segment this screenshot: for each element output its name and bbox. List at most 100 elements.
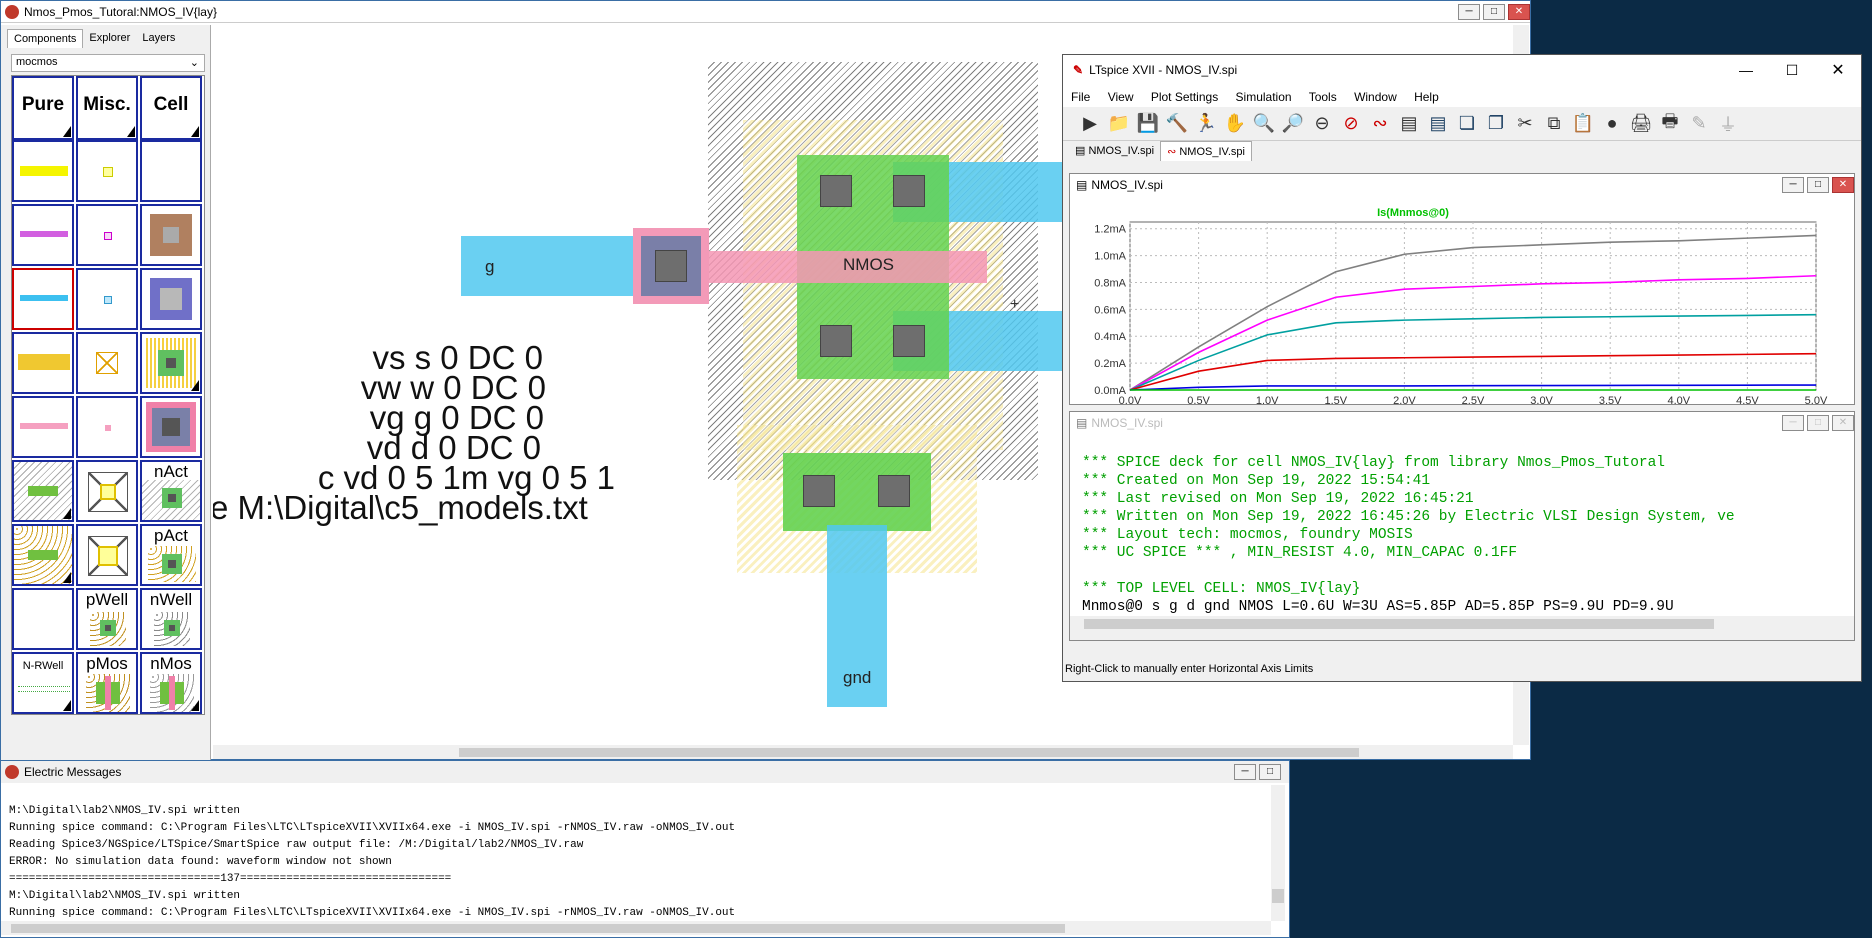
- maximize-button[interactable]: □: [1483, 3, 1505, 20]
- find-icon[interactable]: ●: [1606, 113, 1618, 133]
- run-icon[interactable]: ▶: [1083, 113, 1097, 133]
- zoom-in-icon[interactable]: 🔍: [1252, 113, 1276, 133]
- copy-icon[interactable]: ⧉: [1547, 113, 1561, 133]
- maximize-button[interactable]: □: [1259, 764, 1281, 780]
- palette-active-contact[interactable]: [140, 332, 202, 394]
- zoom-out-icon[interactable]: ⊖: [1314, 113, 1330, 133]
- contact: [893, 325, 925, 357]
- tab-explorer[interactable]: Explorer: [89, 32, 131, 44]
- palette-poly-contact[interactable]: [140, 204, 202, 266]
- minimize-button[interactable]: ─: [1458, 3, 1480, 20]
- palette-pmos[interactable]: pMos: [76, 652, 138, 714]
- ground-icon[interactable]: ⏚: [1719, 114, 1737, 135]
- palette-header-pure[interactable]: Pure: [12, 76, 74, 140]
- palette-nrwell[interactable]: N-RWell: [12, 652, 74, 714]
- palette-metal3-arc[interactable]: [12, 268, 74, 330]
- palette-poly-arc[interactable]: [12, 396, 74, 458]
- print-preview-icon[interactable]: 🖨: [1629, 113, 1653, 133]
- palette-pwell-contact[interactable]: pWell: [76, 588, 138, 650]
- doc-tab-netlist[interactable]: ▤ NMOS_IV.spi: [1075, 145, 1155, 157]
- halt-icon[interactable]: 🏃: [1194, 113, 1218, 133]
- netlist-text[interactable]: *** SPICE deck for cell NMOS_IV{lay} fro…: [1070, 434, 1854, 616]
- close-button[interactable]: ✕: [1508, 3, 1530, 20]
- ltspice-app-icon: ✎: [1073, 63, 1084, 77]
- messages-hscrollbar[interactable]: [1, 921, 1271, 935]
- save-icon[interactable]: 💾: [1136, 113, 1160, 133]
- autorange-icon[interactable]: ∾: [1372, 113, 1388, 133]
- palette-pactive-pin[interactable]: [76, 524, 138, 586]
- tile-vertical-icon[interactable]: ❐: [1487, 113, 1505, 133]
- pan-icon[interactable]: ✋: [1223, 113, 1247, 133]
- maximize-button[interactable]: ☐: [1785, 61, 1799, 78]
- minimize-button[interactable]: ─: [1782, 415, 1804, 431]
- palette-metal3-pin[interactable]: [76, 268, 138, 330]
- palette-metal2-pin[interactable]: [76, 204, 138, 266]
- palette-metal1-pin[interactable]: [76, 140, 138, 202]
- palette-metal2-arc[interactable]: [12, 204, 74, 266]
- minimize-button[interactable]: ─: [1234, 764, 1256, 780]
- maximize-button[interactable]: □: [1807, 415, 1829, 431]
- minimize-button[interactable]: ─: [1782, 177, 1804, 193]
- palette-active-pin[interactable]: [76, 332, 138, 394]
- palette-nactive-arc[interactable]: [12, 460, 74, 522]
- menu-tools[interactable]: Tools: [1308, 90, 1337, 104]
- palette-poly-pin[interactable]: [76, 396, 138, 458]
- palette-active-arc[interactable]: [12, 332, 74, 394]
- doc-tab-waveform[interactable]: ∾ NMOS_IV.spi: [1160, 141, 1252, 161]
- print-icon[interactable]: 🖶: [1661, 110, 1679, 131]
- messages-titlebar[interactable]: Electric Messages ─ □: [1, 761, 1289, 783]
- palette-pact-contact[interactable]: pAct: [140, 524, 202, 586]
- zoom-fit-icon[interactable]: ⊘: [1343, 113, 1359, 133]
- gate-metal[interactable]: [461, 236, 645, 296]
- poly-gate[interactable]: [703, 251, 987, 283]
- palette-pactive-arc[interactable]: [12, 524, 74, 586]
- palette-nactive-pin[interactable]: [76, 460, 138, 522]
- tab-components[interactable]: Components: [7, 29, 84, 48]
- electric-app-icon: [5, 765, 19, 779]
- palette-header-misc[interactable]: Misc.: [76, 76, 138, 140]
- close-button[interactable]: ✕: [1831, 62, 1845, 79]
- contact: [820, 175, 852, 207]
- palette-nmos[interactable]: nMos: [140, 652, 202, 714]
- palette-nact-contact[interactable]: nAct: [140, 460, 202, 522]
- messages-vscrollbar[interactable]: [1271, 785, 1285, 921]
- close-button[interactable]: ✕: [1832, 177, 1854, 193]
- pencil-icon[interactable]: ✎: [1691, 113, 1707, 133]
- netlist-hscrollbar[interactable]: [1070, 616, 1854, 632]
- palette-via-contact[interactable]: [140, 268, 202, 330]
- technology-select[interactable]: mocmos ⌄: [11, 54, 205, 72]
- manual-limits-icon[interactable]: ▤: [1400, 113, 1418, 133]
- menu-plot-settings[interactable]: Plot Settings: [1150, 90, 1219, 104]
- electric-titlebar[interactable]: Nmos_Pmos_Tutoral:NMOS_IV{lay} ─ □ ✕: [1, 1, 1530, 23]
- control-panel-icon[interactable]: 🔨: [1165, 113, 1189, 133]
- crosshair-cursor: +: [1010, 296, 1020, 313]
- gnd-label: gnd: [843, 668, 872, 687]
- ltspice-titlebar[interactable]: ✎ LTspice XVII - NMOS_IV.spi — ☐ ✕: [1063, 55, 1861, 85]
- netlist-line: *** Created on Mon Sep 19, 2022 15:54:41: [1082, 473, 1431, 489]
- palette-metal1-arc[interactable]: [12, 140, 74, 202]
- close-button[interactable]: ✕: [1832, 415, 1854, 431]
- doc-tabs: ▤ NMOS_IV.spi ∾ NMOS_IV.spi: [1063, 141, 1861, 161]
- paste-icon[interactable]: 📋: [1571, 113, 1595, 133]
- minimize-button[interactable]: —: [1739, 62, 1753, 78]
- cascade-icon[interactable]: ❏: [1458, 113, 1476, 133]
- palette-nwell-contact[interactable]: nWell: [140, 588, 202, 650]
- ground-metal[interactable]: [827, 525, 887, 707]
- palette-header-cell[interactable]: Cell: [140, 76, 202, 140]
- menu-file[interactable]: File: [1071, 90, 1091, 104]
- tab-layers[interactable]: Layers: [142, 32, 176, 44]
- menu-simulation[interactable]: Simulation: [1235, 90, 1292, 104]
- palette-poly-contact-2[interactable]: [140, 396, 202, 458]
- menu-window[interactable]: Window: [1354, 90, 1397, 104]
- maximize-button[interactable]: □: [1807, 177, 1829, 193]
- cut-icon[interactable]: ✂: [1517, 113, 1533, 133]
- menu-view[interactable]: View: [1107, 90, 1134, 104]
- series-line: [1129, 313, 1817, 391]
- canvas-hscrollbar[interactable]: [213, 745, 1513, 759]
- menu-help[interactable]: Help: [1414, 90, 1439, 104]
- open-icon[interactable]: 📁: [1107, 113, 1131, 133]
- zoom-area-icon[interactable]: 🔎: [1281, 113, 1305, 133]
- tile-horizontal-icon[interactable]: ▤: [1429, 113, 1447, 133]
